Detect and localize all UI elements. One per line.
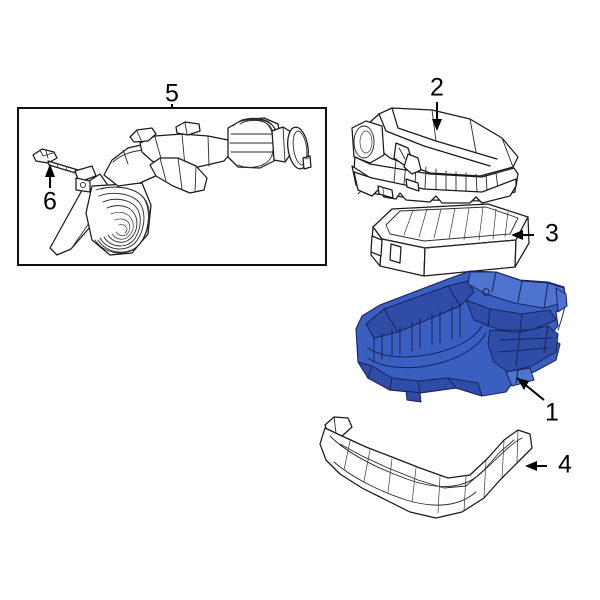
hose-bellows-lower xyxy=(85,182,152,256)
housing-internal-ribs xyxy=(373,303,461,363)
callout-1-label: 1 xyxy=(545,399,559,427)
duct-facets xyxy=(343,429,519,514)
air-intake-hose-body xyxy=(49,117,293,256)
callout-3-arrowhead xyxy=(511,230,523,240)
hose-clamp-ring xyxy=(287,126,312,170)
air-inlet-duct-part xyxy=(319,416,533,519)
callout-6-label: 6 xyxy=(43,188,57,216)
air-cleaner-cover-part xyxy=(351,107,519,204)
callout-1-arrowhead xyxy=(517,378,529,390)
air-filter-element-part xyxy=(370,203,530,277)
air-intake-sensor-part xyxy=(32,148,80,175)
callout-6-arrowhead xyxy=(45,164,55,177)
callout-4-arrowhead xyxy=(525,461,537,471)
callout-5-group: 5 xyxy=(165,80,179,108)
callout-4-group: 4 xyxy=(525,451,572,479)
filter-pleats xyxy=(403,206,509,241)
cover-inlet-snorkel xyxy=(351,120,385,164)
callout-6-group: 6 xyxy=(43,164,57,216)
hose-assembly-inset-group xyxy=(17,107,327,266)
callout-3-group: 3 xyxy=(511,220,559,248)
callout-5-label: 5 xyxy=(165,80,179,108)
callout-2-label: 2 xyxy=(430,74,444,102)
callout-4-label: 4 xyxy=(558,451,572,479)
air-cleaner-housing-part xyxy=(355,270,568,403)
callout-3-label: 3 xyxy=(545,220,559,248)
callout-2-group: 2 xyxy=(430,74,444,131)
callout-2-arrowhead xyxy=(432,119,442,131)
callout-1-group: 1 xyxy=(516,377,559,427)
